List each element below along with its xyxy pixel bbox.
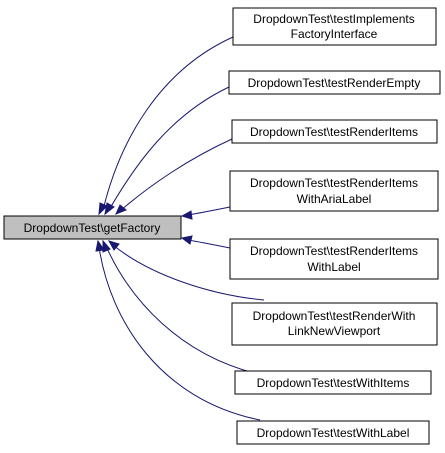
edges [95, 36, 265, 421]
arrowhead-5 [107, 240, 120, 251]
caller-node-label: DropdownTest\testRenderItems [250, 125, 418, 139]
caller-node-label: WithLabel [307, 260, 360, 274]
edge-caller-0 [102, 36, 234, 211]
caller-node[interactable]: DropdownTest\testRenderItems [231, 119, 438, 144]
edge-caller-6 [105, 245, 259, 375]
caller-node[interactable]: DropdownTest\testImplements FactoryInter… [232, 7, 437, 46]
edge-caller-3 [187, 206, 231, 216]
arrowhead-3 [180, 210, 193, 220]
edge-caller-1 [108, 86, 230, 211]
caller-node-label: WithAriaLabel [297, 192, 372, 206]
arrowhead-7 [95, 239, 105, 252]
caller-node-label: DropdownTest\testRenderItems [250, 244, 418, 258]
caller-node-label: DropdownTest\testImplements [253, 12, 414, 26]
edge-caller-2 [119, 138, 233, 212]
caller-node-label: DropdownTest\testRenderWith [253, 309, 416, 323]
caller-node[interactable]: DropdownTest\testRenderItems WithLabel [229, 238, 439, 280]
caller-node-label: DropdownTest\testWithItems [257, 376, 410, 390]
caller-node-label: DropdownTest\testWithLabel [257, 426, 410, 440]
focus-node-label: DropdownTest\getFactory [24, 221, 161, 235]
caller-node[interactable]: DropdownTest\testWithLabel [236, 420, 430, 445]
caller-node[interactable]: DropdownTest\testWithItems [234, 370, 432, 395]
caller-node-label: DropdownTest\testRenderEmpty [248, 76, 421, 90]
arrowhead-6 [102, 239, 111, 253]
caller-node-label: LinkNewViewport [288, 324, 381, 338]
caller-node[interactable]: DropdownTest\testRenderWith LinkNewViewp… [231, 302, 438, 346]
arrowhead-2 [115, 204, 127, 215]
caller-node[interactable]: DropdownTest\testRenderItems WithAriaLab… [229, 170, 439, 212]
arrowhead-1 [104, 202, 115, 216]
edge-caller-5 [112, 244, 265, 301]
caller-node-label: DropdownTest\testRenderItems [250, 176, 418, 190]
edge-caller-4 [187, 239, 231, 249]
caller-node-label: FactoryInterface [291, 27, 378, 41]
arrowhead-4 [180, 235, 193, 245]
focus-node[interactable]: DropdownTest\getFactory [3, 215, 182, 240]
arrowhead-0 [98, 202, 108, 216]
caller-node[interactable]: DropdownTest\testRenderEmpty [228, 70, 441, 95]
edge-caller-7 [98, 246, 261, 421]
